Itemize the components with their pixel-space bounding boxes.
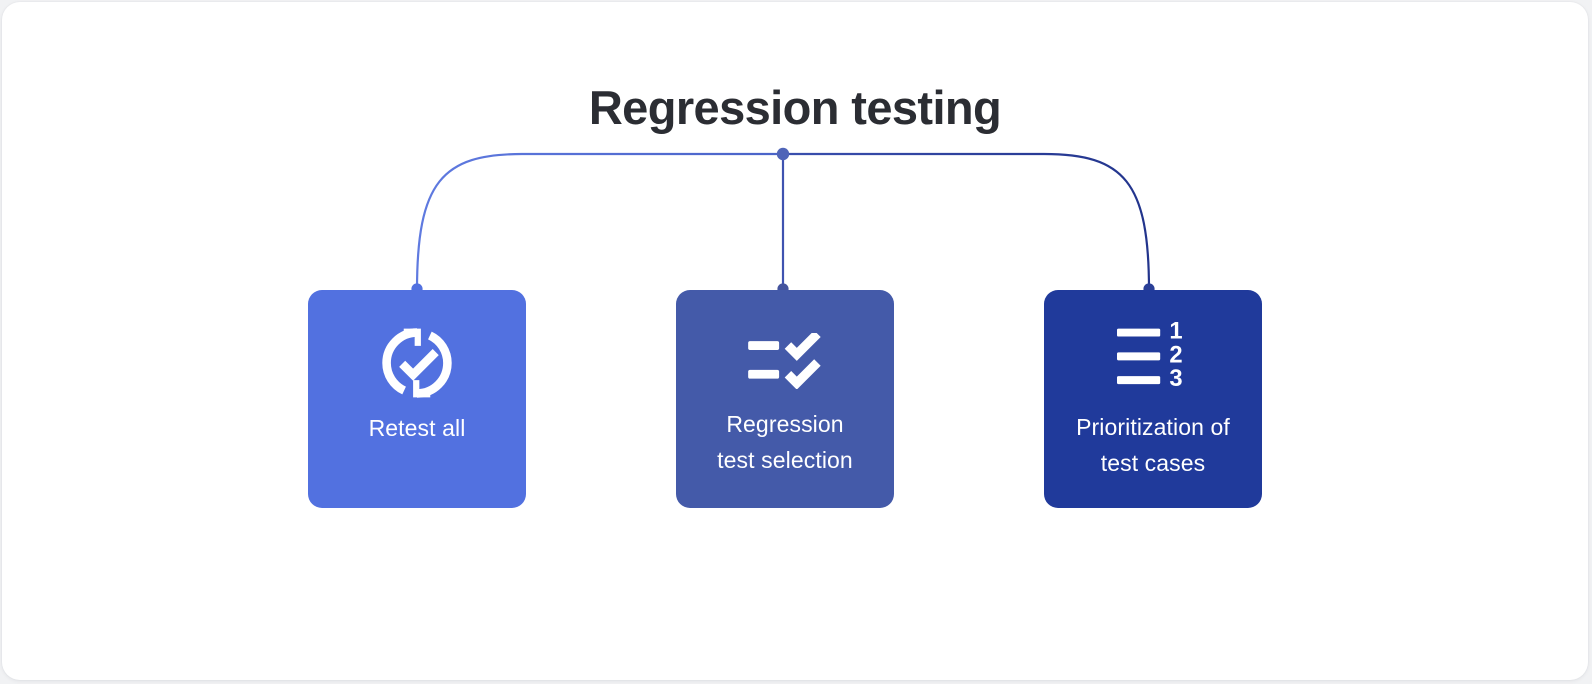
card-retest-all[interactable]: Retest all <box>308 290 526 508</box>
card-regression-test-selection[interactable]: Regression test selection <box>676 290 894 508</box>
cards-row: Retest all Regression test selection <box>308 290 1262 508</box>
svg-text:2: 2 <box>1169 341 1182 368</box>
card-label-line1: Regression <box>726 411 844 437</box>
refresh-check-icon <box>378 324 456 402</box>
card-label-line1: Retest all <box>368 415 466 441</box>
card-label-retest-all: Retest all <box>317 410 517 446</box>
card-label-prioritization-of-test-cases: Prioritization of test cases <box>1053 409 1253 481</box>
numbered-list-icon: 1 2 3 <box>1117 317 1189 395</box>
card-prioritization-of-test-cases[interactable]: 1 2 3 Prioritization of test cases <box>1044 290 1262 508</box>
card-label-line2: test cases <box>1100 450 1206 476</box>
card-label-line2: test selection <box>717 447 853 473</box>
svg-text:3: 3 <box>1169 365 1182 392</box>
card-label-regression-test-selection: Regression test selection <box>685 406 885 478</box>
card-label-line1: Prioritization of <box>1076 414 1230 440</box>
svg-text:1: 1 <box>1169 320 1182 345</box>
hub-node <box>776 147 790 161</box>
checklist-icon <box>748 328 822 394</box>
page-title: Regression testing <box>588 81 1002 134</box>
